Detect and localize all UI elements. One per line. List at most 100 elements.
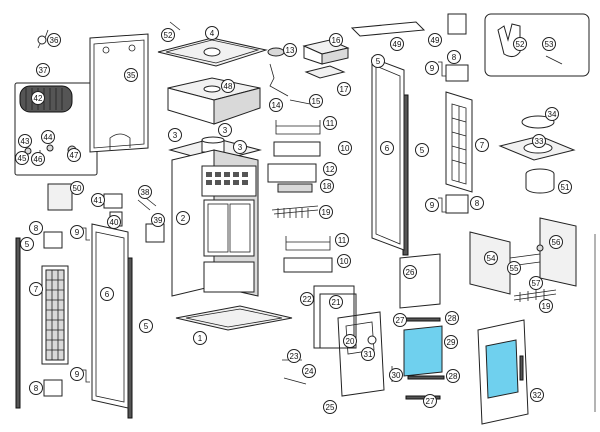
callout-marker [47, 33, 61, 47]
callout-number: 20 [346, 337, 355, 346]
callout-marker [287, 349, 301, 363]
callout-number: 14 [272, 101, 281, 110]
callout-marker [20, 237, 34, 251]
part-fastener [536, 244, 544, 252]
callout-marker [513, 37, 527, 51]
callout-marker [549, 235, 563, 249]
part-bracket-frame [275, 120, 321, 135]
callout-marker [337, 254, 351, 268]
part-plate [304, 65, 346, 79]
callout-number: 19 [542, 302, 551, 311]
callout-number: 54 [487, 254, 496, 263]
callout-marker [320, 179, 334, 193]
callout-number: 23 [290, 352, 299, 361]
callout-number: 39 [154, 216, 163, 225]
part-bracket [438, 61, 446, 77]
callout-number: 9 [430, 201, 435, 210]
callout-marker [309, 94, 323, 108]
callout-marker [18, 134, 32, 148]
callout-number: 51 [561, 183, 570, 192]
callout-number: 32 [533, 391, 542, 400]
callout-number: 50 [73, 184, 82, 193]
callout-number: 33 [535, 137, 544, 146]
part-base-plate [175, 305, 293, 331]
callout-number: 8 [452, 53, 457, 62]
callout-number: 53 [545, 40, 554, 49]
callout-marker [470, 196, 484, 210]
part-cylinder [525, 168, 555, 194]
callout-number: 9 [75, 228, 80, 237]
callout-marker [393, 313, 407, 327]
part-vent-plate [267, 163, 317, 183]
callout-marker [233, 140, 247, 154]
part-screw [169, 21, 181, 31]
callout-marker [15, 151, 29, 165]
part-glove [497, 23, 521, 58]
part-hinge-pin [283, 377, 307, 385]
part-side-rail [15, 237, 21, 409]
callout-marker [67, 148, 81, 162]
part-shield [273, 141, 321, 157]
callout-marker [139, 319, 153, 333]
callout-number: 49 [393, 40, 402, 49]
callout-marker [302, 364, 316, 378]
callout-marker [36, 63, 50, 77]
callout-marker [337, 82, 351, 96]
callout-marker [41, 130, 55, 144]
callout-number: 15 [312, 97, 321, 106]
callout-marker [425, 61, 439, 75]
part-module [145, 223, 165, 243]
part-glass-panel [403, 325, 443, 377]
callout-marker [415, 143, 429, 157]
callout-marker [138, 185, 152, 199]
callout-marker [70, 367, 84, 381]
part-stove-body [171, 149, 259, 297]
part-side-wall [539, 217, 577, 287]
callout-marker [319, 205, 333, 219]
part-frame-glass [399, 253, 441, 309]
callout-marker [218, 123, 232, 137]
callout-marker [31, 152, 45, 166]
callout-number: 56 [552, 238, 561, 247]
callout-number: 48 [224, 82, 233, 91]
callout-number: 13 [286, 46, 295, 55]
callout-marker [446, 369, 460, 383]
callout-number: 40 [110, 218, 119, 227]
callout-number: 52 [164, 31, 173, 40]
callout-marker [329, 33, 343, 47]
callout-marker [545, 107, 559, 121]
callout-marker [91, 193, 105, 207]
callout-number: 10 [341, 144, 350, 153]
callout-marker [447, 50, 461, 64]
callout-number: 52 [516, 40, 525, 49]
part-control-box [103, 193, 123, 209]
callout-marker [371, 54, 385, 68]
callout-marker [176, 211, 190, 225]
callout-number: 6 [385, 144, 390, 153]
callout-number: 21 [332, 298, 341, 307]
part-filter [447, 13, 467, 35]
callout-number: 37 [39, 66, 48, 75]
callout-marker [329, 295, 343, 309]
callout-number: 5 [25, 240, 30, 249]
callout-number: 41 [94, 196, 103, 205]
part-door-large [477, 319, 529, 425]
callout-marker [29, 221, 43, 235]
part-grate [513, 289, 557, 302]
callout-marker [70, 181, 84, 195]
callout-number: 7 [34, 285, 39, 294]
callout-number: 5 [376, 57, 381, 66]
callout-marker [423, 394, 437, 408]
callout-marker [29, 381, 43, 395]
callout-marker [539, 299, 553, 313]
callout-number: 38 [141, 188, 150, 197]
callout-number: 29 [447, 338, 456, 347]
callout-marker [338, 141, 352, 155]
callout-marker [428, 33, 442, 47]
callout-marker [335, 233, 349, 247]
callout-number: 9 [430, 64, 435, 73]
part-glass-bar [407, 375, 445, 380]
callout-number: 2 [181, 214, 186, 223]
callout-marker [283, 43, 297, 57]
part-perforated-panel-left [41, 265, 69, 365]
